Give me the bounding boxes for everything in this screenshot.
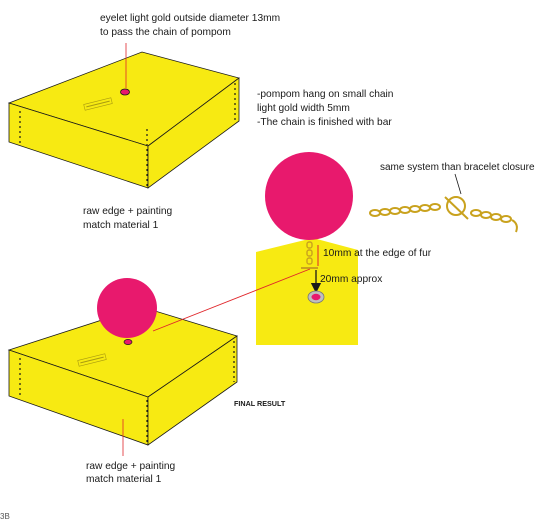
top-box-eyelet bbox=[120, 88, 130, 96]
top-box bbox=[7, 43, 240, 189]
top-box-logo bbox=[83, 97, 113, 111]
top-box-side-face bbox=[147, 77, 240, 189]
raw-edge-top-line2: match material 1 bbox=[83, 220, 159, 231]
bracelet-label: same system than bracelet closure bbox=[380, 162, 535, 173]
bracelet-leader-line bbox=[454, 173, 462, 195]
corner-label: 3B bbox=[0, 512, 10, 521]
bottom-pompom bbox=[97, 278, 157, 338]
connector-line bbox=[152, 268, 311, 332]
eyelet-note-line1: eyelet light gold outside diameter 13mm bbox=[100, 13, 280, 24]
detail-eyelet-inner bbox=[311, 293, 321, 301]
raw-edge-bottom-line1: raw edge + painting bbox=[86, 461, 176, 472]
final-result-label: FINAL RESULT bbox=[234, 399, 286, 408]
eyelet-note-line2: to pass the chain of pompom bbox=[100, 27, 231, 38]
chain-note-line1: -pompom hang on small chain bbox=[257, 89, 393, 100]
chain-note-line2: light gold width 5mm bbox=[257, 103, 350, 114]
bottom-box-side-face bbox=[147, 335, 238, 446]
chain-note-line3: -The chain is finished with bar bbox=[257, 117, 392, 128]
bottom-box-logo bbox=[77, 353, 107, 367]
bottom-box: FINAL RESULT raw edge + painting match m… bbox=[7, 268, 311, 485]
edge-fur-label: 10mm at the edge of fur bbox=[323, 248, 432, 259]
bottom-box-eyelet bbox=[123, 339, 133, 345]
chain-icon bbox=[369, 196, 518, 233]
raw-edge-top-line1: raw edge + painting bbox=[83, 206, 173, 217]
raw-edge-bottom-line2: match material 1 bbox=[86, 474, 162, 485]
detail-view: 10mm at the edge of fur 20mm approx bbox=[256, 152, 432, 345]
detail-chain-links bbox=[301, 241, 318, 269]
bracelet-toggle: same system than bracelet closure bbox=[369, 162, 535, 233]
detail-pompom bbox=[265, 152, 353, 240]
detail-yellow-panel bbox=[256, 238, 358, 345]
approx-label: 20mm approx bbox=[320, 274, 382, 285]
